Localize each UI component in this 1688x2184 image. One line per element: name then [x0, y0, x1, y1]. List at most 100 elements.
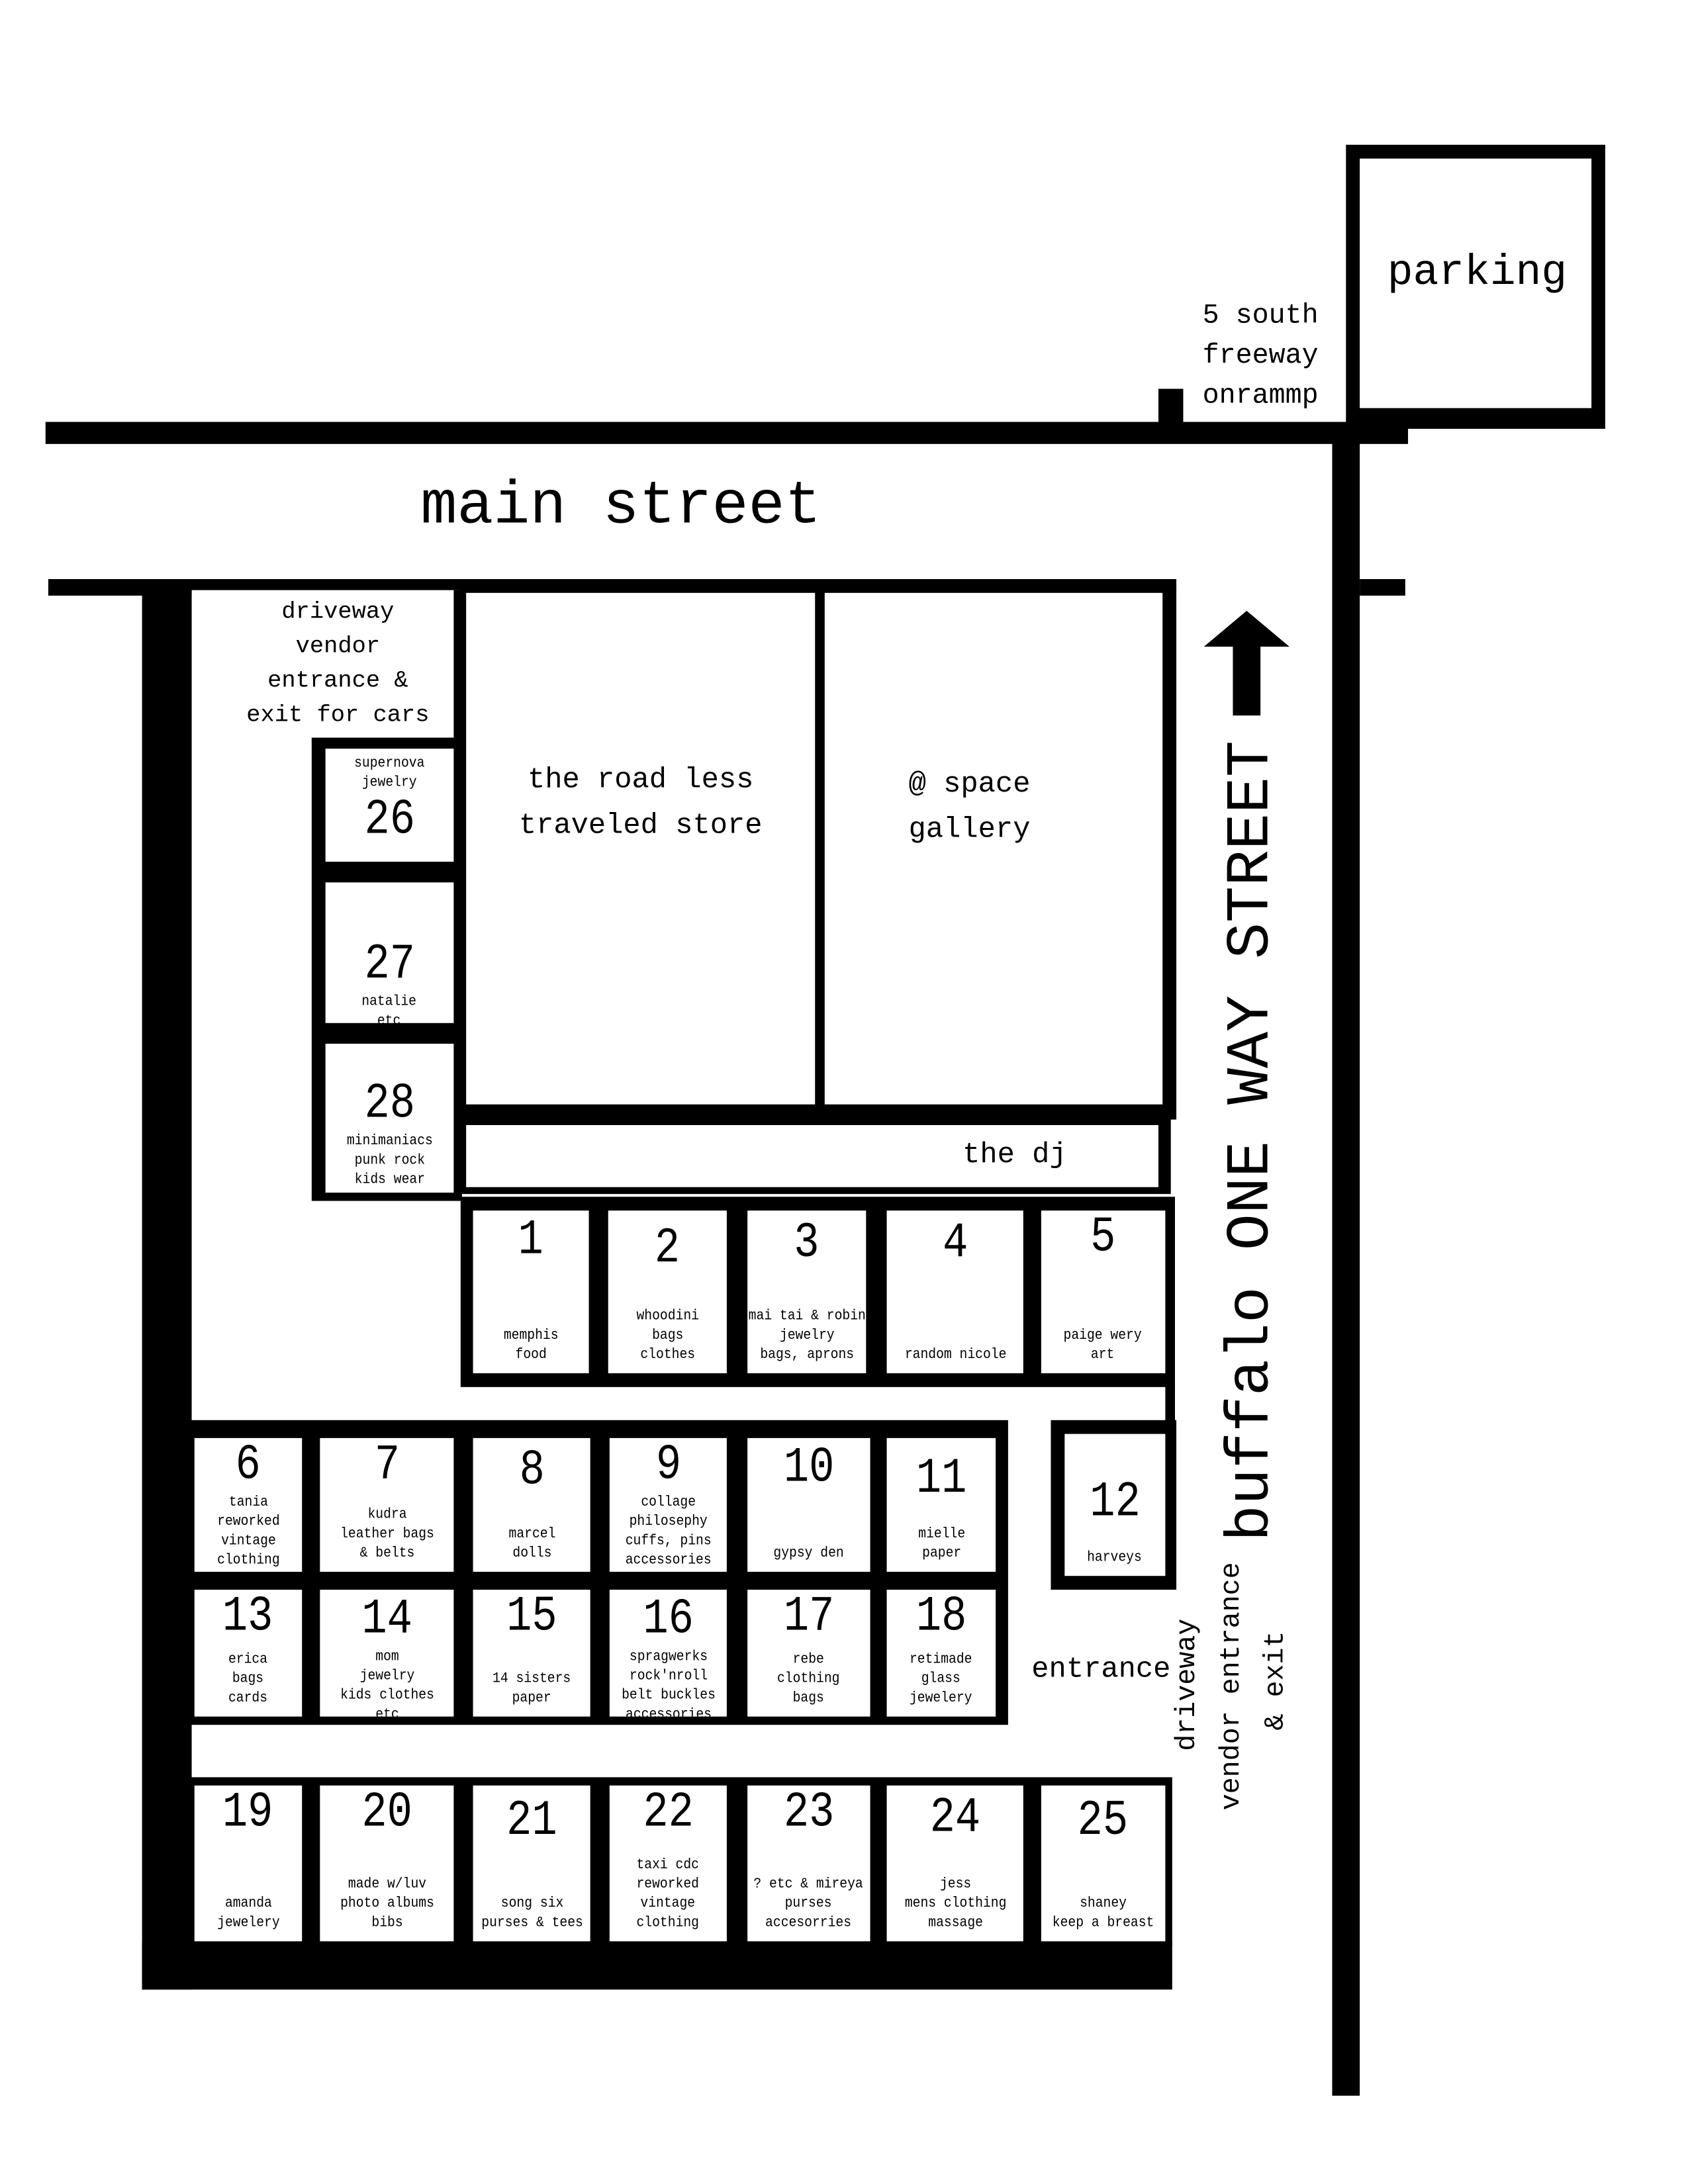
booth-vendor-label: supernova jewelry [354, 755, 425, 792]
booth-22[interactable]: 22 taxi cdc reworked vintage clothing [609, 1785, 727, 1942]
booth-vendor-label: harveys [1087, 1549, 1143, 1567]
booth-number: 17 [783, 1590, 835, 1645]
booth-number: 25 [1078, 1792, 1129, 1849]
booth-10[interactable]: 10 gypsy den [747, 1437, 870, 1572]
booth-vendor-label: 14 sisters paper [492, 1670, 571, 1707]
main-street-south-curb-right [1360, 578, 1405, 596]
booth-vendor-label: made w/luv photo albums bibs [340, 1876, 434, 1932]
dj-area-inner [466, 1124, 1158, 1187]
booth-vendor-label: ? etc & mireya purses accesorries [754, 1876, 864, 1932]
booth-number: 15 [506, 1590, 557, 1645]
booth-frame-6-18 [187, 1420, 1008, 1725]
vendor-entrance-side-label: vendor entrance [1216, 1562, 1248, 1811]
booth-vendor-label: spragwerks rock'nroll belt buckles acces… [621, 1649, 716, 1717]
onramp-marker [1158, 388, 1184, 425]
booth-number: 19 [222, 1785, 274, 1841]
parking-label: parking [1387, 250, 1568, 298]
entrance-label: entrance [1031, 1654, 1171, 1686]
booth-vendor-label: collage philosephy cuffs, pins accessori… [625, 1494, 712, 1569]
booth-vendor-label: jess mens clothing massage [904, 1876, 1006, 1932]
booth-23[interactable]: 23 ? etc & mireya purses accesorries [747, 1785, 870, 1942]
booth-vendor-label: mom jewelry kids clothes etc [340, 1649, 434, 1717]
onramp-label: 5 south freeway onrammp [1202, 300, 1319, 412]
booth-vendor-label: marcel dolls [508, 1526, 555, 1563]
driveway-side-label: driveway [1172, 1618, 1204, 1751]
booth-number: 21 [506, 1792, 557, 1849]
booth-5[interactable]: 5 paige wery art [1041, 1210, 1166, 1373]
booth-17[interactable]: 17 rebe clothing bags [747, 1590, 870, 1717]
space-gallery-label: @ space gallery [908, 769, 1031, 847]
booth-vendor-label: erica bags cards [228, 1651, 268, 1707]
booth-vendor-label: retimade glass jewelery [910, 1651, 973, 1707]
booth-vendor-label: kudra leather bags & belts [340, 1507, 434, 1563]
booth-13[interactable]: 13 erica bags cards [194, 1590, 303, 1717]
booth-15[interactable]: 15 14 sisters paper [473, 1590, 590, 1717]
driveway-top-label: driveway vendor entrance & exit for cars [246, 600, 430, 730]
booth-7[interactable]: 7 kudra leather bags & belts [320, 1437, 454, 1572]
booth-number: 7 [374, 1437, 400, 1494]
parking-lot-inner [1360, 158, 1592, 408]
booth-number: 28 [364, 1075, 415, 1132]
booth-number: 26 [364, 791, 415, 848]
booth-vendor-label: minimaniacs punk rock kids wear [346, 1133, 433, 1189]
buffalo-street-label: buffalo ONE WAY STREET [1217, 740, 1287, 1542]
booth-number: 27 [364, 936, 415, 993]
booth-vendor-label: paige wery art [1064, 1328, 1143, 1364]
booth-number: 5 [1090, 1210, 1116, 1266]
booth-vendor-label: natalie etc [362, 994, 417, 1023]
booth-21[interactable]: 21 song six purses & tees [473, 1785, 590, 1942]
booth-vendor-label: taxi cdc reworked vintage clothing [637, 1857, 700, 1932]
booth-18[interactable]: 18 retimade glass jewelery [886, 1590, 996, 1717]
booth-vendor-label: gypsy den [773, 1545, 845, 1563]
booth-25[interactable]: 25 shaney keep a breast [1041, 1785, 1166, 1942]
booth-number: 22 [643, 1785, 694, 1841]
booth-20[interactable]: 20 made w/luv photo albums bibs [320, 1785, 454, 1942]
booth-vendor-label: random nicole [904, 1347, 1006, 1364]
booth-number: 11 [915, 1450, 967, 1508]
booth-vendor-label: whoodini bags clothes [636, 1308, 699, 1364]
one-way-arrow-icon [1203, 610, 1289, 716]
booth-number: 18 [915, 1590, 967, 1645]
booth-vendor-label: rebe clothing bags [777, 1651, 841, 1707]
booth-number: 14 [361, 1591, 412, 1648]
booth-vendor-label: memphis food [503, 1328, 559, 1364]
booth-number: 23 [783, 1785, 835, 1841]
west-wall [142, 590, 192, 1990]
booth-vendor-label: shaney keep a breast [1052, 1895, 1154, 1932]
space-gallery [824, 592, 1163, 1105]
road-less-traveled-store [466, 592, 816, 1105]
booth-2[interactable]: 2 whoodini bags clothes [608, 1210, 727, 1373]
booth-vendor-label: amanda jewelery [216, 1895, 280, 1932]
buffalo-street-curb [1332, 422, 1360, 2096]
dj-label: the dj [962, 1140, 1067, 1172]
booth-19[interactable]: 19 amanda jewelery [194, 1785, 303, 1942]
east-divider [1165, 1384, 1175, 1423]
booth-4[interactable]: 4 random nicole [886, 1210, 1023, 1373]
booth-number: 10 [783, 1439, 835, 1496]
booth-number: 1 [518, 1212, 544, 1269]
booth-number: 4 [942, 1214, 968, 1271]
booth-1[interactable]: 1 memphis food [473, 1210, 589, 1373]
booth-vendor-label: song six purses & tees [481, 1895, 583, 1932]
main-street-label: main street [420, 473, 821, 542]
booth-number: 2 [655, 1220, 680, 1277]
booth-number: 6 [235, 1437, 261, 1494]
booth-vendor-label: tania reworked vintage clothing [216, 1494, 280, 1569]
booth-number: 24 [929, 1790, 980, 1846]
booth-number: 13 [222, 1590, 274, 1645]
main-street-north-curb [45, 422, 1409, 444]
booth-24[interactable]: 24 jess mens clothing massage [886, 1785, 1023, 1942]
booth-number: 20 [361, 1785, 412, 1841]
